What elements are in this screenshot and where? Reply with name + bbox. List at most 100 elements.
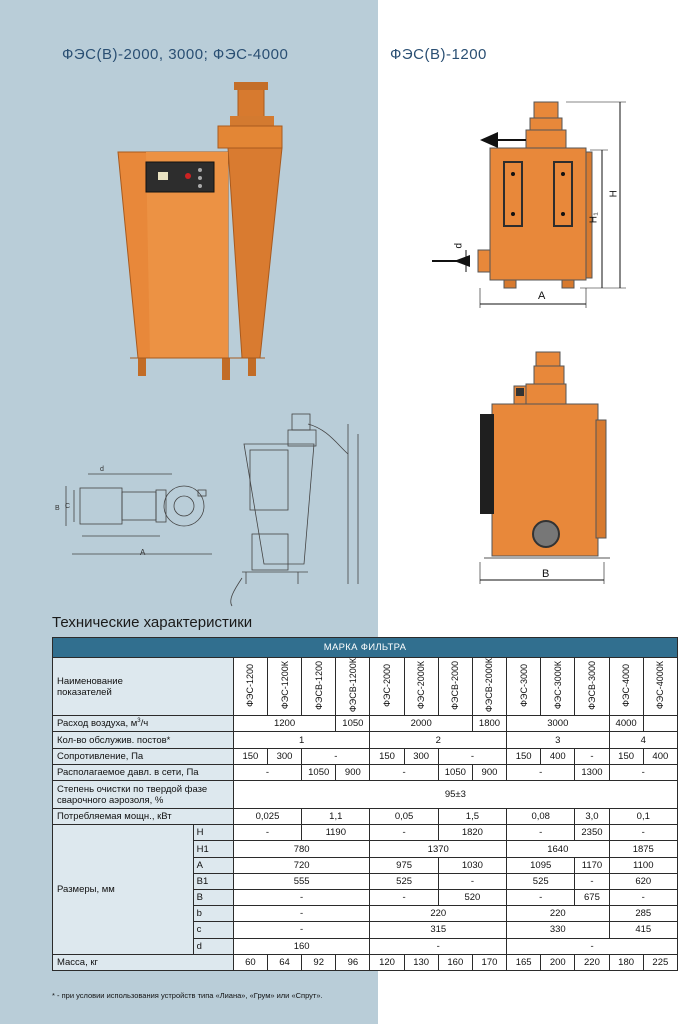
filter-1200-front-drawing <box>479 351 610 584</box>
dim-label: H <box>192 824 234 842</box>
cell: - <box>369 824 439 842</box>
sketch-A-label: A <box>140 548 146 557</box>
cell: 2 <box>369 731 508 749</box>
cell: 1370 <box>369 840 508 858</box>
dim-label: B <box>192 888 234 907</box>
cell: 120 <box>369 953 405 972</box>
cell: - <box>369 888 439 907</box>
dim-label: c <box>192 921 234 939</box>
cell: - <box>232 921 371 939</box>
cell: 525 <box>506 872 576 890</box>
cell: 1 <box>232 731 371 749</box>
cell: - <box>369 763 439 782</box>
model-label: ФЭС-2000К <box>416 661 427 710</box>
cell: 180 <box>608 953 644 972</box>
dimension-B-label: B <box>542 568 550 580</box>
title-left-models: ФЭС(В)-2000, 3000; ФЭС-4000 <box>62 46 289 63</box>
cell: 525 <box>369 872 439 890</box>
cell: - <box>232 888 371 907</box>
model-header: ФЭС-2000К <box>403 656 439 717</box>
cell: 160 <box>232 937 371 955</box>
table-row: Сопротивление, Па 150 300 - 150 300 - 15… <box>52 747 679 765</box>
cell: 555 <box>232 872 371 890</box>
table-row: Кол-во обслужив. постов* 1 2 3 4 <box>52 731 679 749</box>
cell: - <box>506 937 678 955</box>
technical-sketch-drawing <box>65 413 359 607</box>
cell: 415 <box>608 921 679 939</box>
cell: - <box>574 872 610 890</box>
dim-label: A <box>192 856 234 874</box>
cell: - <box>232 905 371 923</box>
cell: 4000 <box>608 715 644 733</box>
cell: 0,1 <box>608 808 679 826</box>
cell: - <box>608 763 679 782</box>
cell: 160 <box>437 953 473 972</box>
cell: 2350 <box>574 824 610 842</box>
model-header: ФЭСВ-1200К <box>335 656 371 717</box>
filter-unit-large-image <box>117 82 283 380</box>
cell: - <box>437 747 508 765</box>
dim-label: b <box>192 905 234 923</box>
cell: - <box>608 824 679 842</box>
model-header: ФЭС-2000 <box>369 656 405 717</box>
cell: 3,0 <box>574 808 610 826</box>
cell: 92 <box>301 953 337 972</box>
model-label: ФЭС-3000 <box>518 663 529 707</box>
cell <box>642 715 679 733</box>
model-header: ФЭСВ-3000 <box>574 656 610 717</box>
model-header: ФЭС-3000К <box>540 656 576 717</box>
dim-label: B1 <box>192 872 234 890</box>
cell: 200 <box>540 953 576 972</box>
cell: 1200 <box>232 715 337 733</box>
model-header: ФЭСВ-2000К <box>471 656 508 717</box>
param-header: Наименование показателей <box>52 656 234 717</box>
row-label: Степень очистки по твердой фазе сварочно… <box>52 780 234 810</box>
cell: 0,05 <box>369 808 439 826</box>
cell: 2000 <box>369 715 473 733</box>
cell: 150 <box>232 747 268 765</box>
footnote: * - при условии использования устройств … <box>52 991 323 1000</box>
sketch-B-label: B <box>55 505 61 512</box>
model-label: ФЭС-3000К <box>552 661 563 710</box>
cell: - <box>232 763 303 782</box>
dim-label: d <box>192 937 234 955</box>
cell: 1030 <box>437 856 508 874</box>
cell: 1800 <box>471 715 508 733</box>
cell: 900 <box>335 763 371 782</box>
cell: 150 <box>369 747 405 765</box>
cell: 64 <box>266 953 303 972</box>
table-row: c - 315 330 415 <box>53 921 679 939</box>
cell: 0,025 <box>232 808 303 826</box>
cell: 1170 <box>574 856 610 874</box>
table-row: Степень очистки по твердой фазе сварочно… <box>52 780 679 810</box>
dimension-A-label: A <box>538 290 546 302</box>
row-label: Расход воздуха, м3/ч <box>52 715 234 733</box>
dimension-d-label: d <box>453 242 465 249</box>
model-label: ФЭСВ-1200К <box>347 658 358 713</box>
filter-1200-side-drawing <box>432 101 626 308</box>
cell: 620 <box>608 872 679 890</box>
specifications-table: МАРКА ФИЛЬТРА Наименование показателей Ф… <box>52 637 679 972</box>
cell: 315 <box>369 921 508 939</box>
row-label: Потребляемая мощн., кВт <box>52 808 234 826</box>
dimension-H1-label: H₁ <box>588 211 600 224</box>
model-label: ФЭСВ-3000 <box>586 660 597 710</box>
cell: 225 <box>642 953 679 972</box>
model-label: ФЭС-2000 <box>382 663 393 707</box>
model-label: ФЭС-1200К <box>279 661 290 710</box>
table-row: d 160 - - <box>53 937 678 955</box>
param-header-line1: Наименование <box>57 675 123 687</box>
cell: 150 <box>506 747 542 765</box>
cell: 975 <box>369 856 439 874</box>
cell: - <box>232 824 303 842</box>
dim-label: H1 <box>192 840 234 858</box>
cell: 300 <box>403 747 439 765</box>
row-label: Располагаемое давл. в сети, Па <box>52 763 234 782</box>
sketch-d-label: d <box>100 466 105 473</box>
cell: 4 <box>608 731 679 749</box>
cell: 520 <box>437 888 508 907</box>
model-label: ФЭСВ-2000К <box>484 658 495 713</box>
cell: 1,5 <box>437 808 508 826</box>
model-header: ФЭС-4000К <box>642 656 679 717</box>
cell: 900 <box>471 763 508 782</box>
